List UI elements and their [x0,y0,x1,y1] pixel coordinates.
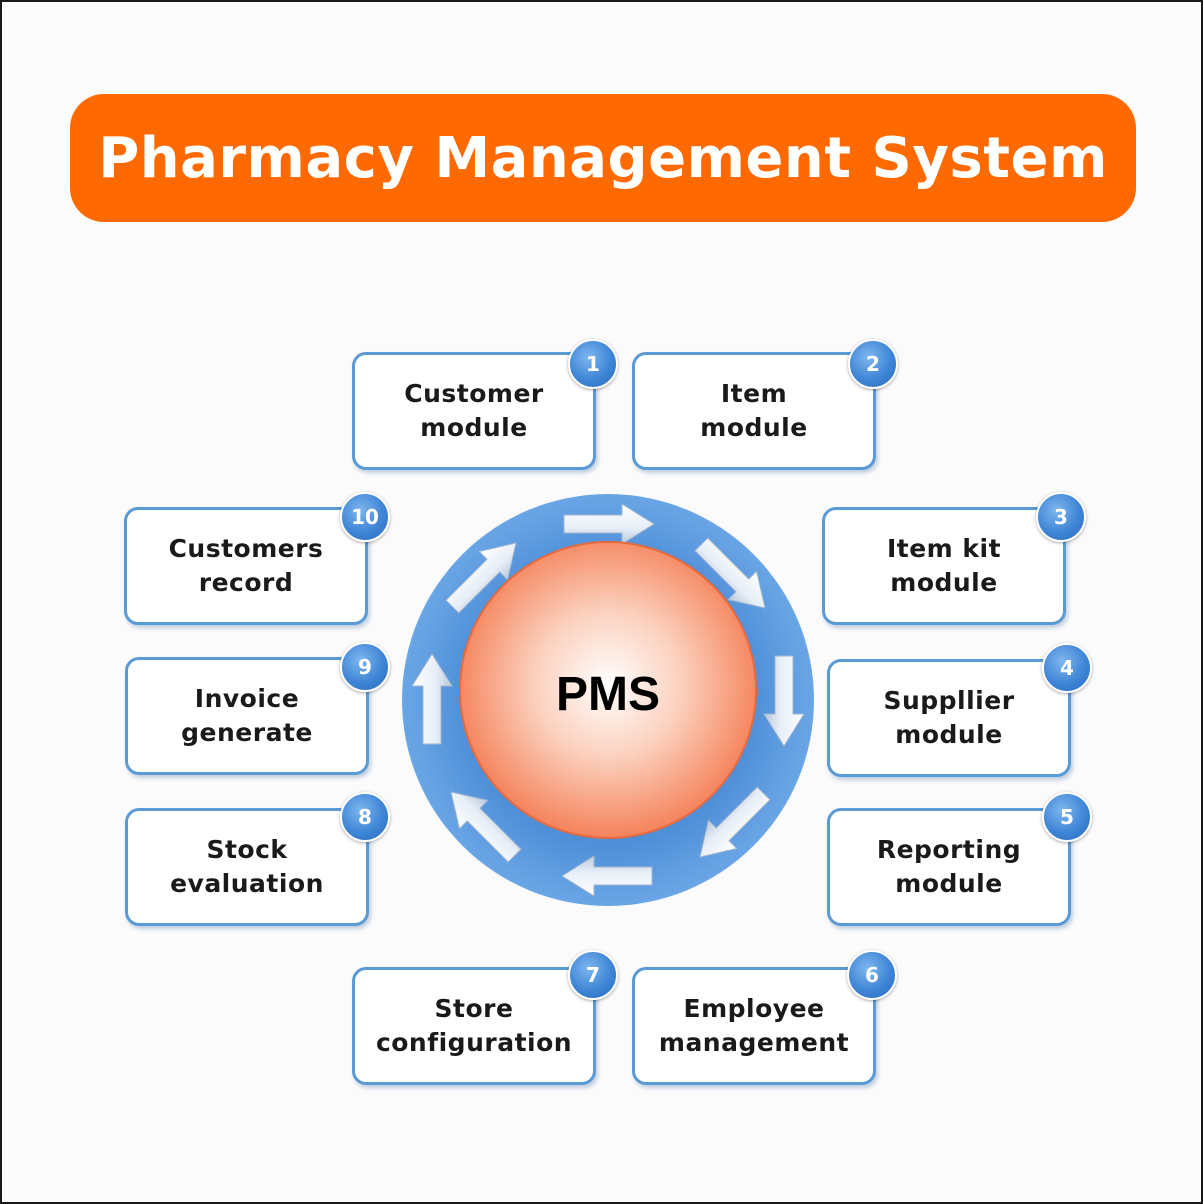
flow-arrow [450,791,522,863]
module-supplier: Suppllier module [827,659,1071,777]
flow-arrow [561,855,653,897]
flow-arrow [694,537,766,609]
module-number-badge: 5 [1042,792,1092,842]
module-label: Item kit module [886,534,1002,597]
module-label: Employee management [658,994,850,1057]
cycle-arrows [411,503,805,897]
module-customer: Customer module [352,352,596,470]
diagram-title: Pharmacy Management System [98,125,1108,191]
module-number-badge: 3 [1036,492,1086,542]
module-item: Item module [632,352,876,470]
flow-arrow [563,503,655,545]
module-reporting: Reporting module [827,808,1071,926]
flow-arrow [763,655,805,747]
module-number-badge: 8 [340,792,390,842]
hub-label: PMS [555,667,660,721]
module-stock-evaluation: Stock evaluation [125,808,369,926]
flow-arrow [445,542,517,614]
module-store-configuration: Store configuration [352,967,596,1085]
module-number-badge: 4 [1042,643,1092,693]
module-number-badge: 2 [848,339,898,389]
title-banner: Pharmacy Management System [70,94,1136,222]
flow-arrow [411,653,453,745]
module-number-badge: 1 [568,339,618,389]
module-label: Customers record [168,534,324,597]
module-number-badge: 7 [568,950,618,1000]
module-number-badge: 10 [340,492,390,542]
module-label: Customer module [404,379,544,442]
module-invoice-generate: Invoice generate [125,657,369,775]
flow-arrow [699,786,771,858]
module-employee-management: Employee management [632,967,876,1085]
module-label: Invoice generate [181,684,313,747]
hub-core [459,541,757,839]
hub-graphic [402,494,814,906]
module-number-badge: 6 [847,950,897,1000]
module-customers-record: Customers record [124,507,368,625]
module-label: Store configuration [375,994,573,1057]
module-label: Reporting module [876,835,1022,898]
module-label: Stock evaluation [170,835,324,898]
module-label: Suppllier module [883,686,1015,749]
module-number-badge: 9 [340,642,390,692]
module-item-kit: Item kit module [822,507,1066,625]
central-hub: PMS [400,492,816,908]
module-label: Item module [700,379,808,442]
